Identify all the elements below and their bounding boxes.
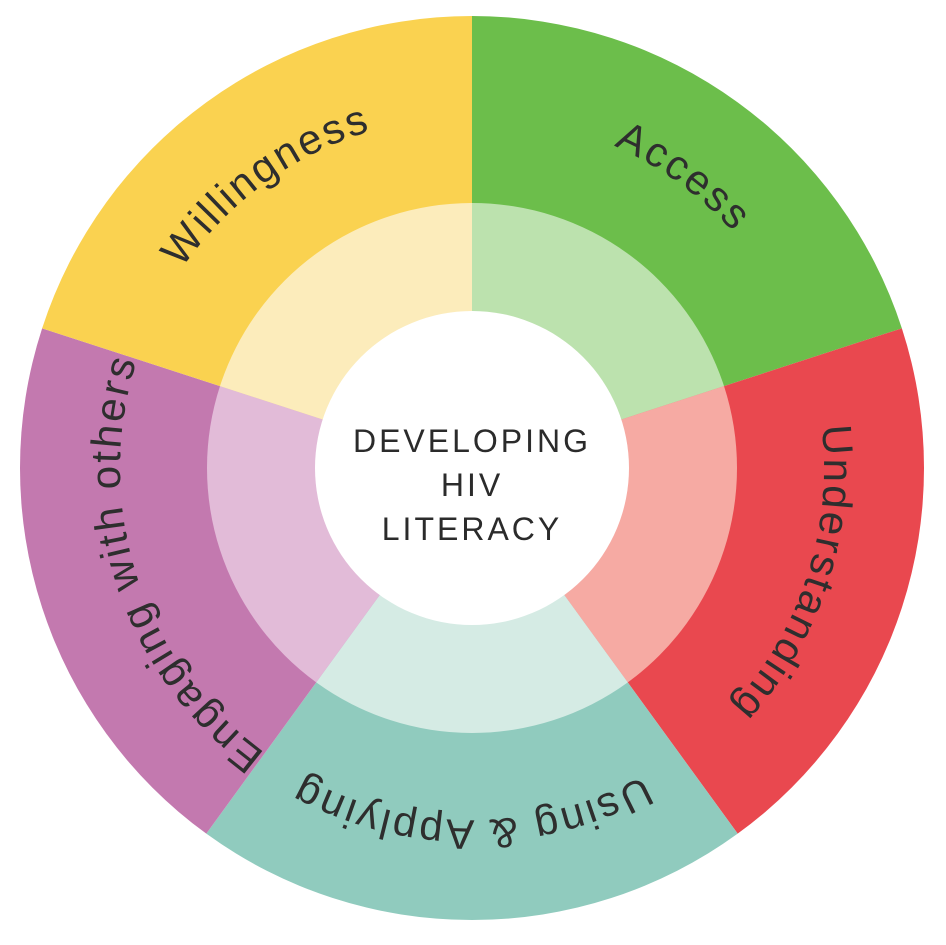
center-title: DEVELOPING HIV LITERACY bbox=[353, 423, 591, 547]
center-circle bbox=[315, 311, 629, 625]
center-title-line: HIV bbox=[441, 467, 503, 503]
center-title-line: DEVELOPING bbox=[353, 423, 591, 459]
center-title-line: LITERACY bbox=[382, 511, 562, 547]
